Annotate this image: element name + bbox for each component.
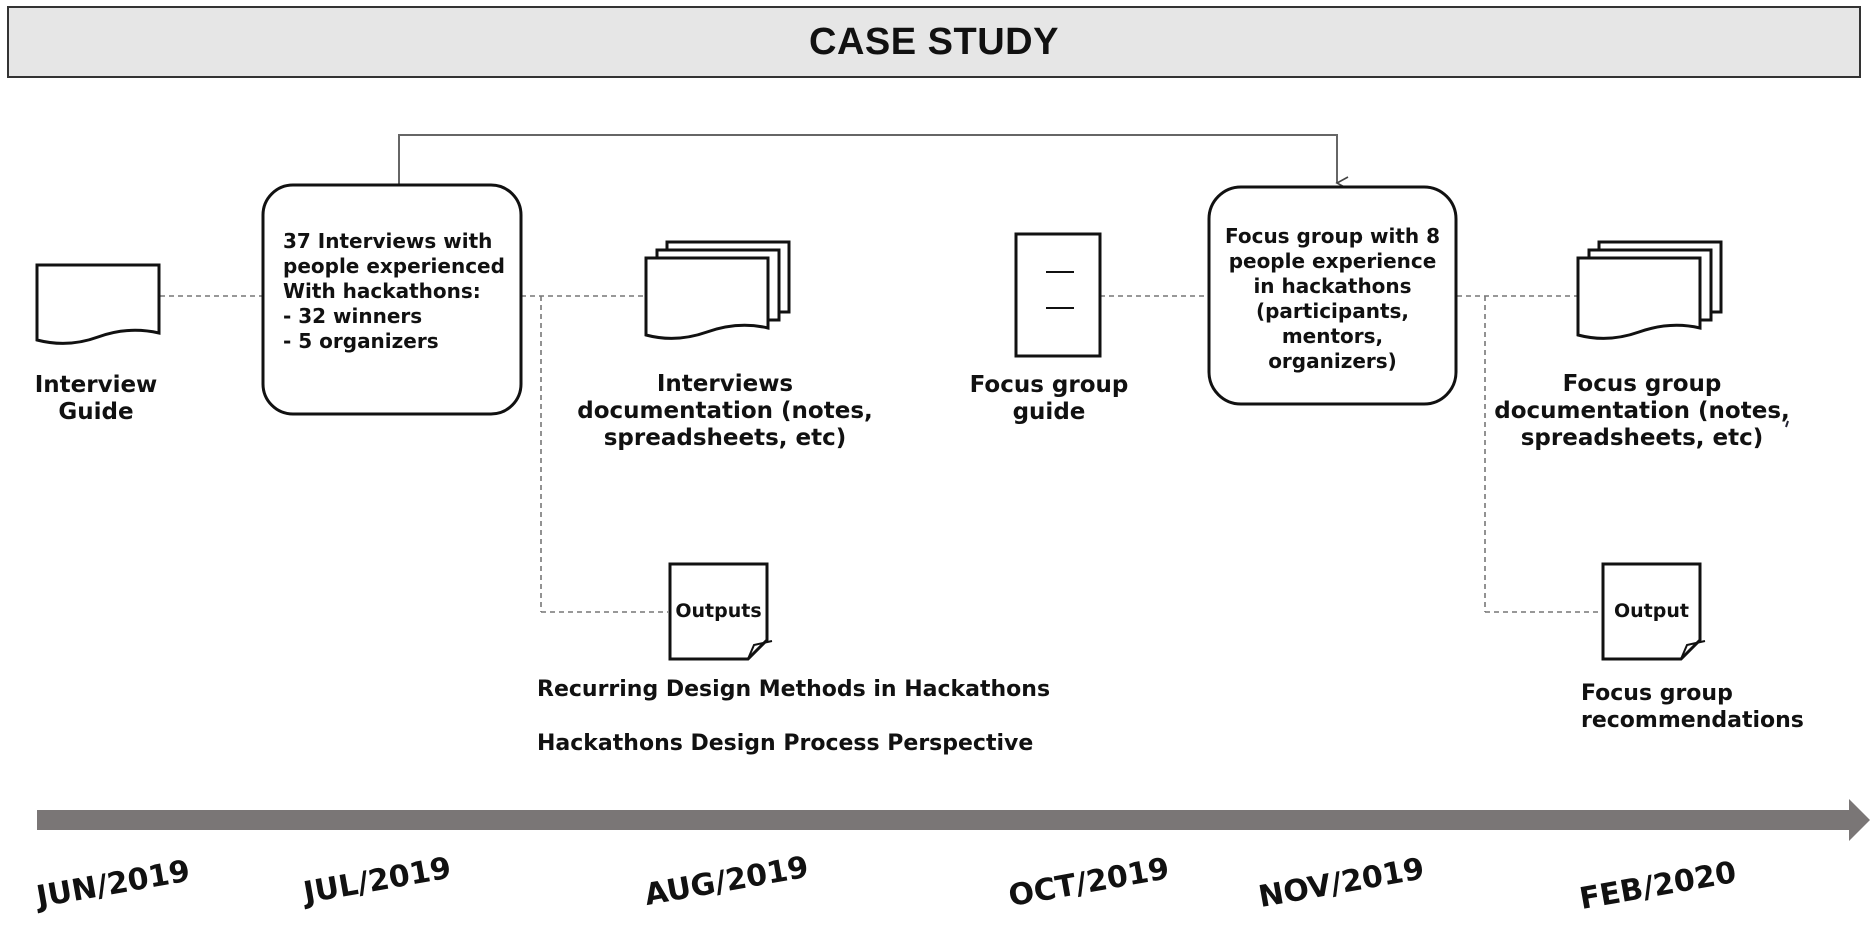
output-item-recurring-design-methods: Recurring Design Methods in Hackathons — [537, 677, 1051, 702]
output-item-design-process-perspective: Hackathons Design Process Perspective — [537, 731, 1034, 756]
interview-guide-document-icon — [35, 263, 161, 345]
focus-box-text: Focus group with 8 people experience in … — [1225, 224, 1440, 373]
focus-guide-document-icon — [1014, 232, 1102, 358]
timeline-arrow — [37, 799, 1870, 841]
interviews-box-text: 37 Interviews with people experienced Wi… — [283, 229, 505, 353]
interviews-documentation-label: Interviews documentation (notes, spreads… — [577, 371, 873, 451]
focus-multidocument-icon — [1576, 240, 1723, 340]
focus-output-document-icon — [1601, 562, 1706, 661]
focus-output-doc-label: Output — [1614, 600, 1689, 622]
focus-guide-label: Focus group guide — [969, 372, 1129, 425]
interviews-multidocument-icon — [644, 240, 791, 340]
interviews-output-doc-label: Outputs — [675, 600, 762, 622]
focus-output-recommendations: Focus group recommendations — [1581, 681, 1804, 733]
interviews-box-shape — [261, 183, 523, 416]
interviews-output-document-icon — [668, 562, 773, 661]
page-title: CASE STUDY — [7, 6, 1861, 78]
focus-box-shape — [1207, 185, 1458, 406]
dashed-connectors — [160, 295, 1600, 613]
feedback-connector — [398, 134, 1349, 190]
interview-guide-label: Interview Guide — [34, 372, 158, 425]
stray-mark — [1785, 420, 1789, 428]
focus-documentation-label: Focus group documentation (notes, spread… — [1494, 371, 1790, 451]
